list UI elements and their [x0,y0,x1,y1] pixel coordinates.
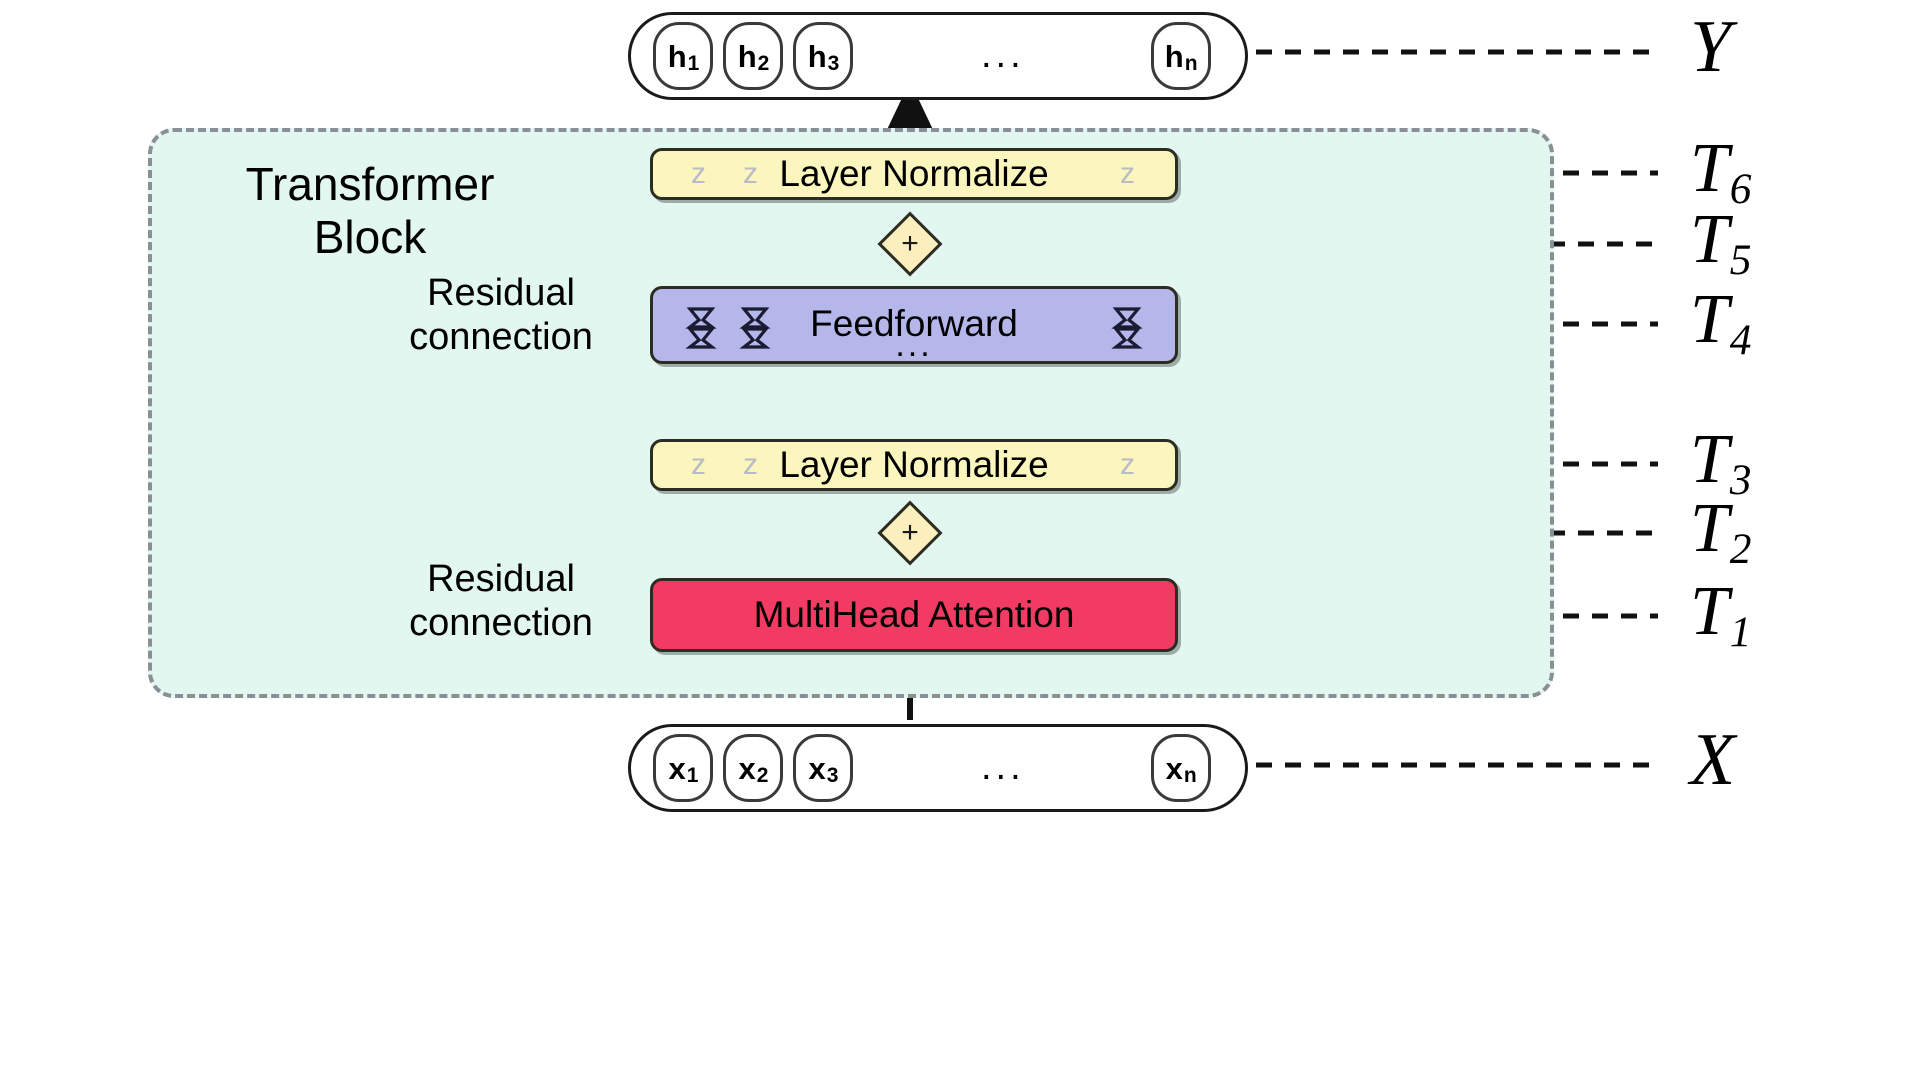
ln-lower-z-3: z [1120,448,1135,481]
feedforward-layer[interactable]: Feedforward ... [650,286,1178,364]
layer-normalize-upper[interactable]: z z Layer Normalize z [650,148,1178,200]
ln-lower-z-2: z [743,448,758,481]
label-T5: T5 [1690,201,1752,285]
ln-upper-z-1: z [691,157,706,190]
hourglass-icon-3 [1111,307,1143,349]
transformer-block-label: Transformer Block [245,158,495,264]
feedforward-label: Feedforward [810,303,1018,344]
layer-normalize-lower[interactable]: z z Layer Normalize z [650,439,1178,491]
label-X: X [1690,719,1736,801]
ln-upper-z-2: z [743,157,758,190]
ln-lower-z-1: z [691,448,706,481]
layer-normalize-lower-label: Layer Normalize [779,444,1049,485]
output-row-ellipsis: ... [981,34,1025,77]
label-T2: T2 [1690,490,1752,574]
residual-connection-label-upper: Residual connection [409,272,593,358]
label-T6: T6 [1690,130,1752,214]
ln-upper-z-3: z [1120,157,1135,190]
label-T3: T3 [1690,421,1752,505]
feedforward-ellipsis: ... [895,326,933,364]
label-Y: Y [1690,6,1732,88]
hourglass-icon-1 [685,307,717,349]
hourglass-icon-2 [739,307,771,349]
residual-connection-label-lower: Residual connection [409,558,593,644]
multihead-attention-label: MultiHead Attention [753,594,1075,635]
label-T1: T1 [1690,573,1752,657]
layer-normalize-upper-label: Layer Normalize [779,153,1049,194]
label-T4: T4 [1690,281,1752,365]
input-row-ellipsis: ... [981,746,1025,789]
multihead-attention-layer[interactable]: MultiHead Attention [650,578,1178,652]
